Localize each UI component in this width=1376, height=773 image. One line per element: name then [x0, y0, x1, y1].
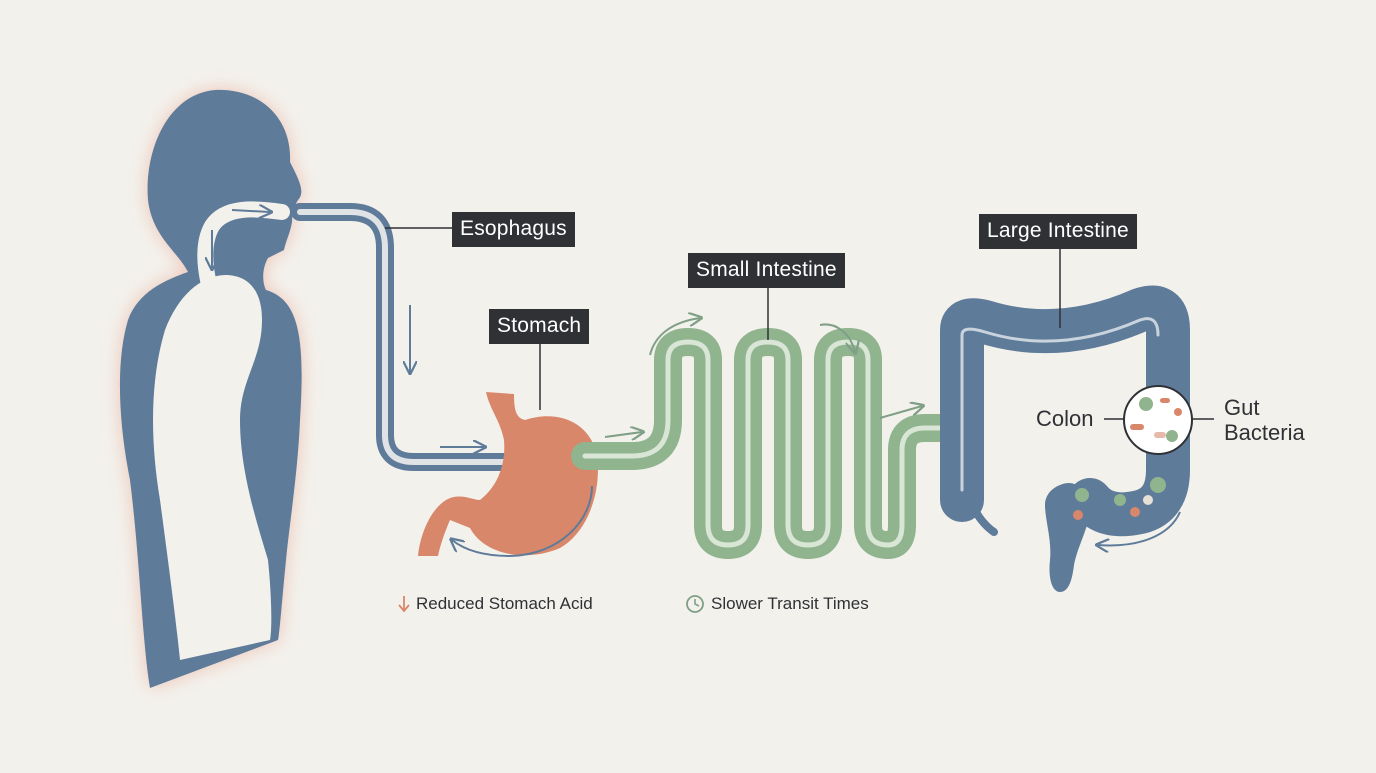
- small-intestine-arrow-right: [819, 323, 855, 352]
- large-intestine-label: Large Intestine: [979, 214, 1137, 249]
- silhouette-torso-highlight: [153, 275, 272, 660]
- esophagus-label: Esophagus: [452, 212, 575, 247]
- mouth-arrow: [231, 210, 270, 212]
- small-intestine-shape: [571, 328, 959, 559]
- small-intestine-arrow-exit: [879, 406, 922, 419]
- colon-arrow: [1098, 511, 1181, 545]
- transit-note: Slower Transit Times: [711, 594, 869, 613]
- human-silhouette: [119, 89, 302, 688]
- stomach-label: Stomach: [489, 309, 590, 344]
- gut-bacteria-line1: Gut: [1224, 395, 1260, 420]
- large-intestine-shape: [940, 285, 1190, 592]
- small-intestine-label: Small Intestine: [688, 253, 845, 288]
- bacteria-gear-icon: [1139, 397, 1153, 411]
- stomach-shape: [418, 392, 598, 556]
- down-arrow-icon: [398, 596, 410, 613]
- clock-icon: [686, 595, 704, 613]
- gut-bacteria-magnifier: [1123, 385, 1193, 455]
- colon-label: Colon: [1036, 406, 1094, 431]
- small-intestine-arrow-entry: [604, 432, 642, 437]
- bacteria-dots: [1073, 477, 1166, 520]
- stomach-acid-note: Reduced Stomach Acid: [416, 594, 593, 613]
- appendix: [971, 506, 998, 536]
- gut-bacteria-line2: Bacteria: [1224, 420, 1305, 445]
- esophagus-tube: [291, 203, 514, 471]
- stomach-arrow: [452, 485, 593, 558]
- small-intestine-arrow-left: [649, 318, 700, 356]
- gut-bacteria-label: Gut Bacteria: [1224, 395, 1305, 445]
